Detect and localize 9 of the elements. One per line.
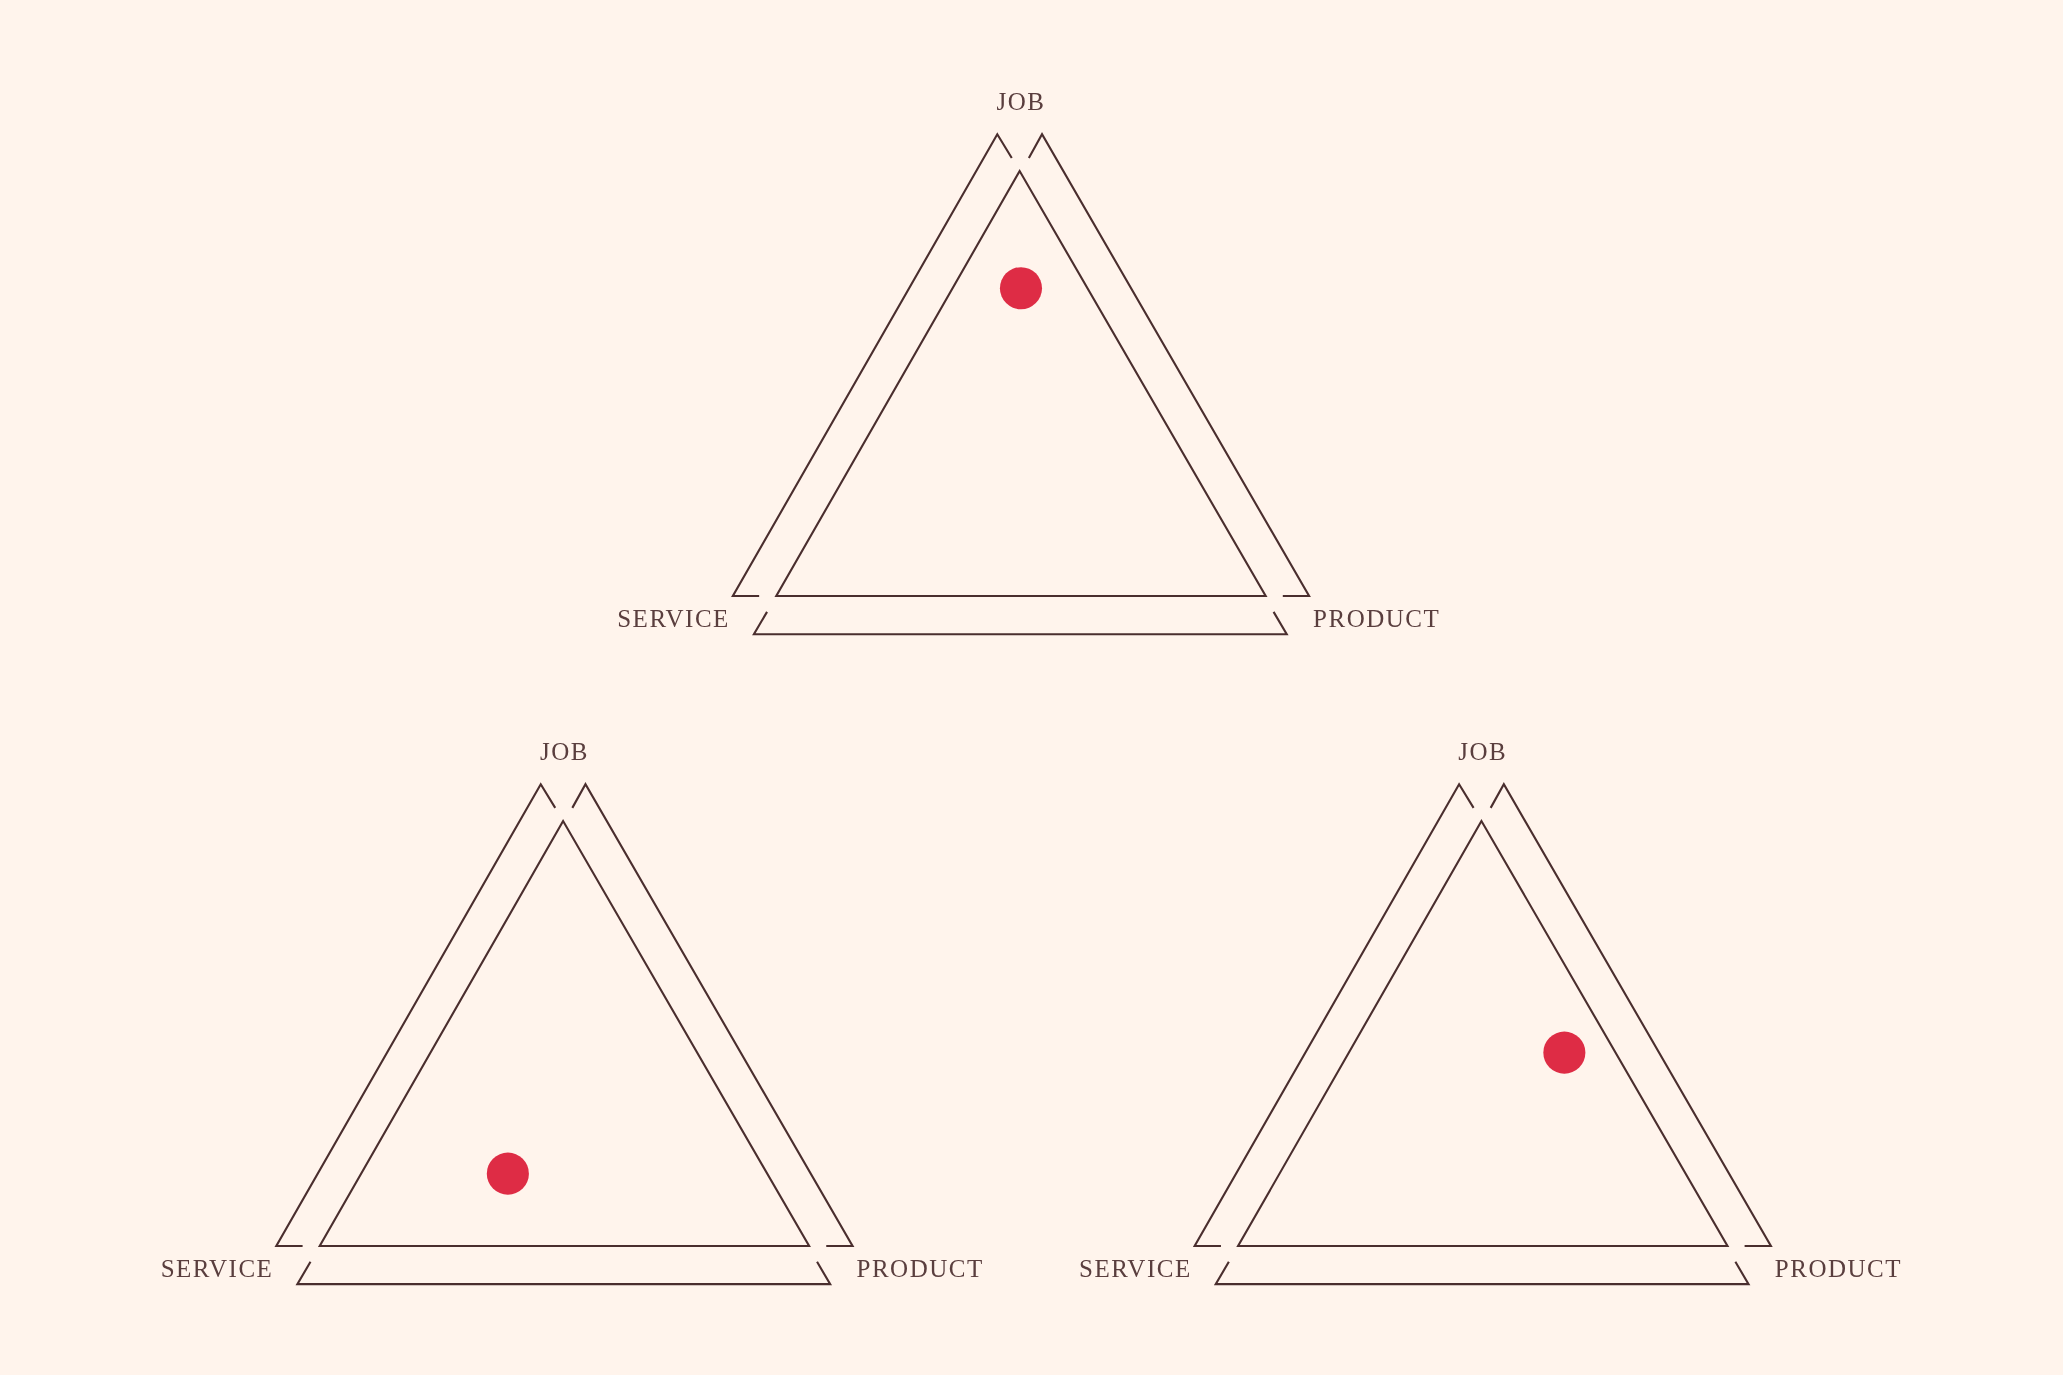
corner-label: SERVICE <box>160 1255 274 1281</box>
corner-label: JOB <box>1458 738 1508 764</box>
corner-label: PRODUCT <box>1774 1255 1903 1281</box>
corner-label: JOB <box>996 88 1046 114</box>
corner-label: SERVICE <box>617 605 730 631</box>
corner-label: JOB <box>539 738 589 764</box>
corner-label: PRODUCT <box>1313 605 1441 631</box>
corner-label: PRODUCT <box>856 1255 984 1281</box>
corner-label: SERVICE <box>1079 1255 1192 1281</box>
